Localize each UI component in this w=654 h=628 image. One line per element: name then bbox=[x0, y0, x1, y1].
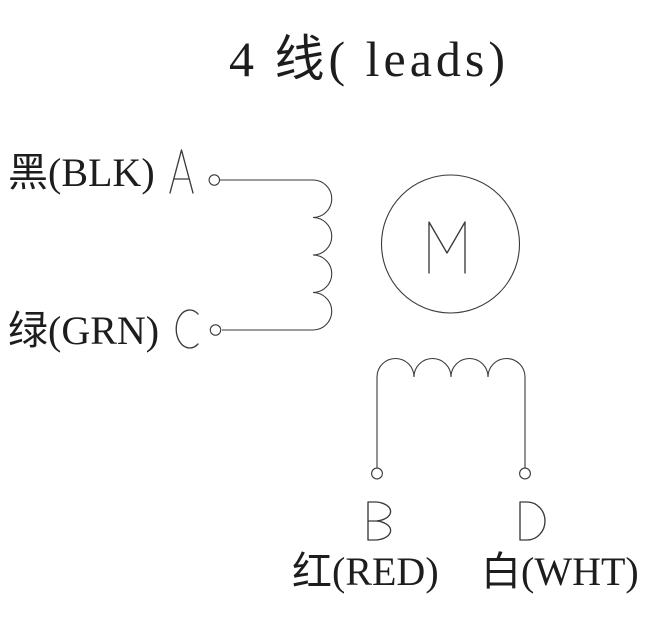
coil-phase-bd bbox=[376, 358, 526, 469]
motor-circle bbox=[380, 174, 521, 314]
terminal-a-node bbox=[208, 174, 221, 186]
coil-phase-ac bbox=[220, 179, 333, 331]
terminal-letter-d: D bbox=[519, 501, 546, 541]
terminal-letter-a: A bbox=[169, 149, 194, 194]
terminal-letter-b: B bbox=[367, 501, 392, 541]
terminal-letter-c: C bbox=[175, 309, 199, 349]
wire-label-black: 黑(BLK) bbox=[8, 150, 155, 195]
wire-label-green: 绿(GRN) bbox=[8, 308, 159, 353]
wire-label-red: 红(RED) bbox=[292, 549, 439, 594]
diagram-title: 4 线( leads) bbox=[229, 31, 509, 87]
terminal-c-node bbox=[209, 324, 222, 336]
terminal-b-node bbox=[371, 467, 383, 480]
wire-label-white: 白(WHT) bbox=[481, 549, 639, 594]
terminal-d-node bbox=[519, 467, 531, 480]
motor-label: M bbox=[428, 221, 466, 274]
